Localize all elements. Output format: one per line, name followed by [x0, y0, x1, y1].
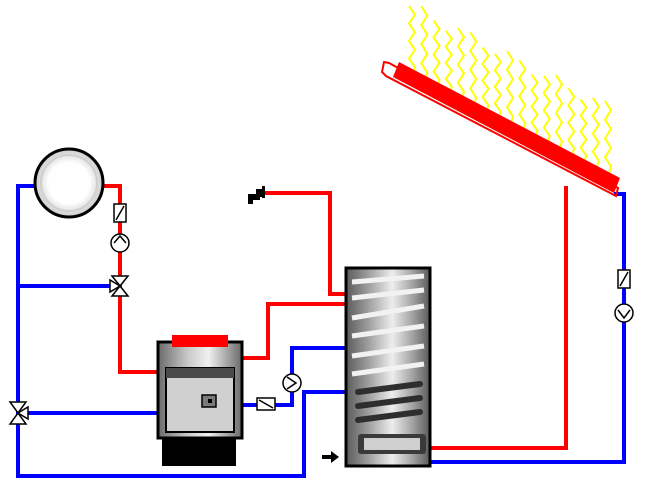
sun-ray	[567, 87, 576, 158]
expansion-vessel	[33, 147, 105, 219]
three-way-valve-icon	[8, 401, 28, 415]
expansion-vessel-icon	[33, 147, 105, 219]
boiler	[156, 335, 244, 466]
hot-pipe-tap	[258, 191, 346, 296]
collector-panel	[393, 62, 620, 193]
pump-icon	[614, 303, 634, 323]
sun-ray	[542, 75, 552, 146]
sun-ray	[444, 30, 454, 96]
hot-pipe-heating-flow	[104, 184, 160, 374]
tank-coil-lower	[355, 395, 423, 409]
solar-pump	[614, 303, 634, 323]
tank-coil-lower	[355, 381, 423, 395]
collector-frame	[380, 60, 620, 198]
sun-ray	[420, 5, 429, 83]
pump-icon	[282, 373, 302, 393]
sun-ray	[505, 50, 515, 127]
tank-coil-upper	[351, 273, 425, 285]
boiler-base	[162, 436, 236, 466]
sun-ray	[518, 59, 527, 133]
boiler-top-panel	[172, 335, 228, 347]
sun-ray	[493, 53, 503, 121]
tank-coils	[351, 273, 425, 423]
hot-pipe-collector-return	[430, 186, 568, 450]
sun-ray	[456, 27, 466, 102]
storage-tank	[344, 266, 432, 468]
tank-coil-lower	[355, 409, 423, 423]
sun-ray	[554, 74, 564, 152]
solar-check-valve	[617, 269, 631, 289]
sun-ray	[530, 73, 539, 139]
cold-pipe-collector-flow	[420, 192, 626, 464]
sun-ray	[579, 98, 588, 164]
boiler-check-valve	[256, 397, 276, 411]
heating-pump	[110, 233, 130, 253]
boiler-door	[165, 367, 235, 433]
sun-ray	[481, 46, 490, 114]
sun-ray	[432, 19, 441, 89]
hot-pipe-boiler-flow	[240, 302, 346, 360]
cold-pipe-outer-loop	[16, 184, 346, 478]
three-way-valve-icon	[110, 275, 130, 288]
tank-coil-upper	[351, 303, 425, 321]
heating-check-valve	[113, 203, 127, 223]
tank-coil-upper	[351, 343, 425, 359]
sun-ray	[603, 100, 613, 177]
sun-ray	[591, 97, 601, 171]
heating-mixing-valve	[109, 275, 130, 297]
expansion-vessel-inner	[40, 154, 98, 212]
sun-rays	[407, 5, 613, 177]
pump-icon	[110, 233, 130, 253]
outer-mixing-valve	[8, 401, 29, 425]
tank-coil-upper	[351, 287, 425, 301]
cold-pipes	[16, 184, 626, 478]
sun-ray	[407, 5, 417, 77]
tank-coil-upper	[351, 361, 425, 377]
tank-coil-upper	[351, 323, 425, 339]
tap-icon	[248, 186, 265, 204]
sun-ray	[469, 31, 478, 108]
solar-collector	[380, 60, 620, 198]
boiler-pump	[282, 373, 302, 393]
flow-arrow-icon	[322, 451, 339, 463]
